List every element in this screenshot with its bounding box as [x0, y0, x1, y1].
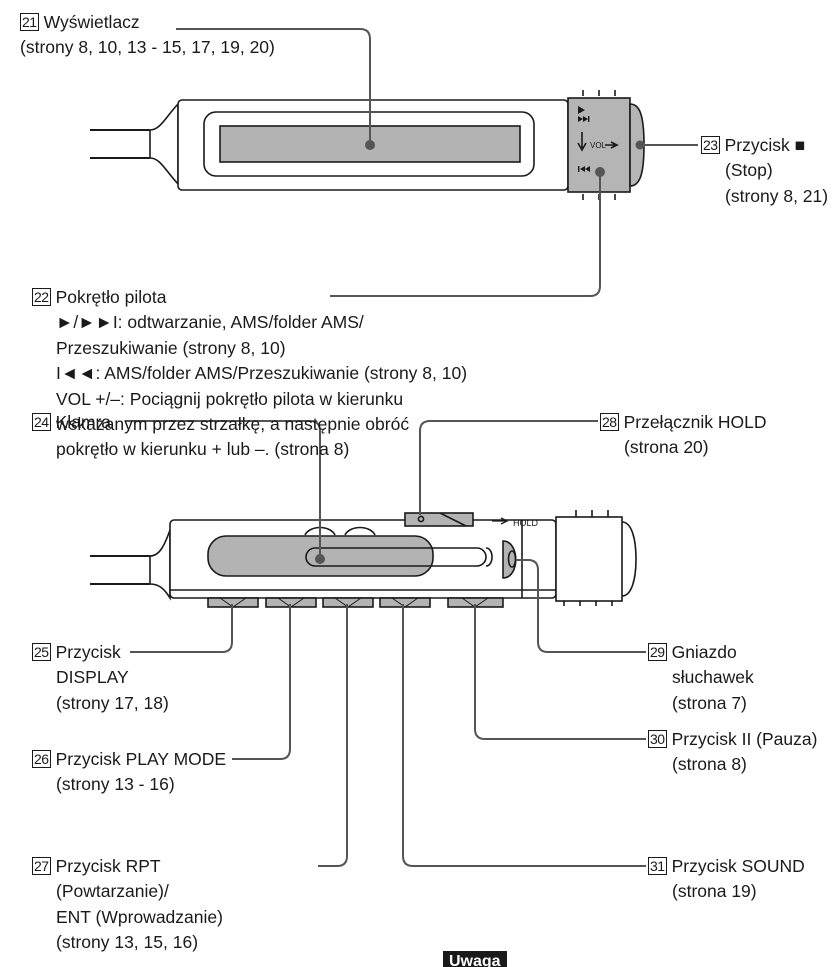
- callout-title: Przycisk RPT: [55, 856, 161, 876]
- callout-title: Pokrętło pilota: [55, 287, 167, 307]
- callout-line: (strony 8, 10, 13 - 15, 17, 19, 20): [20, 37, 275, 58]
- callout-line: słuchawek: [672, 667, 754, 688]
- callout-number: 23: [701, 136, 720, 154]
- callout-line: (strona 20): [624, 437, 709, 458]
- remote-cable: [90, 129, 150, 159]
- callout-number: 29: [648, 643, 667, 661]
- hold-label: HOLD: [513, 518, 539, 528]
- callout-line: (Powtarzanie)/: [56, 881, 169, 902]
- remote-side-view: [90, 510, 637, 608]
- callout-title: Przycisk ■: [724, 135, 806, 155]
- callout-number: 24: [32, 413, 51, 431]
- callout-number: 22: [32, 288, 51, 306]
- callout-line: (strona 7): [672, 692, 747, 713]
- note-heading: Uwaga: [443, 951, 507, 967]
- callout-line: (strony 17, 18): [56, 692, 169, 713]
- callout-line: ENT (Wprowadzanie): [56, 906, 223, 927]
- callout-line: (strony 8, 21): [725, 185, 829, 206]
- callout-line: I◄◄: AMS/folder AMS/Przeszukiwanie (stro…: [56, 363, 468, 384]
- remote-side-dial: [555, 516, 623, 602]
- callout-title: Przycisk: [55, 642, 121, 662]
- callout-line: pokrętło w kierunku + lub –. (strona 8): [56, 439, 350, 460]
- remote-side-cable: [90, 555, 150, 585]
- callout-title: Przycisk II (Pauza): [671, 729, 818, 749]
- callout-title: Przycisk PLAY MODE: [55, 749, 227, 769]
- callout-title: Klamra: [55, 412, 112, 432]
- callout-line: (strony 13 - 16): [56, 774, 175, 795]
- callout-title: Gniazdo: [671, 642, 737, 662]
- callout-line: (strony 13, 15, 16): [56, 932, 199, 953]
- sound-button: [379, 597, 431, 608]
- callout-title: Przełącznik HOLD: [623, 412, 767, 432]
- callout-number: 26: [32, 750, 51, 768]
- callout-line: Przeszukiwanie (strony 8, 10): [56, 337, 286, 358]
- callout-line: (Stop): [725, 160, 773, 181]
- callout-title: Przycisk SOUND: [671, 856, 805, 876]
- leader-dots: [315, 140, 645, 564]
- callout-line: VOL +/–: Pociągnij pokrętło pilota w kie…: [56, 388, 404, 409]
- callout-number: 28: [600, 413, 619, 431]
- callout-number: 21: [20, 13, 39, 31]
- dial-vol-label: VOL: [590, 141, 607, 150]
- callout-line: wskazanym przez strzałkę, a następnie ob…: [56, 414, 410, 435]
- callout-line: ►/►►I: odtwarzanie, AMS/folder AMS/: [56, 312, 364, 333]
- callout-number: 25: [32, 643, 51, 661]
- callout-line: (strona 8): [672, 754, 747, 775]
- leader-lines: [125, 28, 698, 867]
- callout-line: (strona 19): [672, 881, 757, 902]
- callout-line: DISPLAY: [56, 667, 129, 688]
- callout-number: 27: [32, 857, 51, 875]
- dial-symbols: VOL: [578, 106, 607, 172]
- callout-number: 31: [648, 857, 667, 875]
- callout-number: 30: [648, 730, 667, 748]
- callout-title: Wyświetlacz: [43, 12, 140, 32]
